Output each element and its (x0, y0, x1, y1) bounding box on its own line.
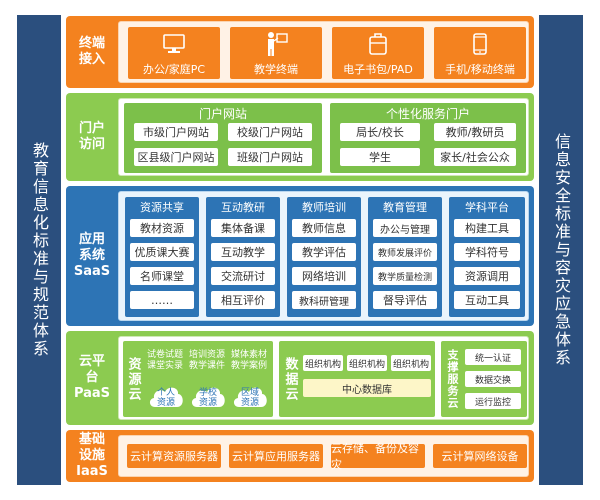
saas-item: 相互评价 (211, 291, 275, 309)
saas-item: 互动教学 (211, 243, 275, 261)
terminal-layer-label: 终端 接入 (78, 36, 105, 67)
cloud-label: 个人 资源 (156, 388, 175, 408)
portal-layer: 门户 访问 门户网站 市级门户网站 校级门户网站 区县级门户网站 班级门户网站 … (66, 93, 534, 181)
iaas-layer: 基础 设施 IaaS 云计算资源服务器 云计算应用服务器 云存储、备份及容灾 云… (66, 430, 534, 482)
org-box: 组织机构 (391, 355, 431, 371)
portal-item: 区县级门户网站 (134, 148, 218, 166)
desktop-icon (163, 29, 185, 59)
support-item: 运行监控 (465, 393, 521, 409)
iaas-layer-label: 基础 设施 IaaS (76, 432, 108, 479)
saas-item: 互动工具 (454, 291, 520, 309)
saas-column-management: 教育管理 办公与管理 教师发展评价 教学质量检测 督导评估 (368, 197, 442, 317)
paas-layer-label: 云平 台 PaaS (73, 354, 111, 401)
iaas-item: 云计算应用服务器 (229, 444, 323, 468)
saas-item: 优质课大赛 (130, 243, 194, 261)
iaas-item: 云存储、备份及容灾 (331, 442, 425, 471)
support-item: 数据交换 (465, 371, 521, 387)
resource-caption: 媒体素材 教学案例 (230, 350, 267, 371)
portal-item: 班级门户网站 (228, 148, 312, 166)
saas-item: …… (130, 291, 194, 309)
saas-item: 学科符号 (454, 243, 520, 261)
data-cloud: 数据云 组织机构 组织机构 组织机构 中心数据库 (279, 341, 435, 417)
teacher-icon (264, 29, 288, 59)
paas-layer: 云平 台 PaaS 资源云 试卷试题 课堂实录 培训资源 教学课件 媒体素材 教… (66, 331, 534, 425)
resource-caption: 试卷试题 课堂实录 (146, 350, 183, 371)
saas-item: 构建工具 (454, 219, 520, 237)
support-item: 统一认证 (465, 349, 521, 365)
saas-item: 集体备课 (211, 219, 275, 237)
terminal-pc: 办公/家庭PC (128, 27, 220, 79)
org-box: 组织机构 (303, 355, 343, 371)
cloud-icon (147, 381, 185, 407)
resource-caption: 培训资源 教学课件 (188, 350, 225, 371)
portal-group-personal: 个性化服务门户 局长/校长 教师/教研员 学生 家长/社会公众 (330, 103, 526, 173)
portal-group-sites: 门户网站 市级门户网站 校级门户网站 区县级门户网站 班级门户网站 (124, 103, 322, 173)
cloud-label: 区域 资源 (240, 388, 259, 408)
saas-item: 教学质量检测 (373, 267, 437, 285)
saas-item: 交流研讨 (211, 267, 275, 285)
terminal-mobile: 手机/移动终端 (434, 27, 526, 79)
cloud-label: 学校 资源 (198, 388, 217, 408)
iaas-item: 云计算网络设备 (433, 444, 527, 468)
saas-column-subject: 学科平台 构建工具 学科符号 资源调用 互动工具 (449, 197, 525, 317)
saas-item: 教材资源 (130, 219, 194, 237)
support-cloud: 支撑服务云 统一认证 数据交换 运行监控 (441, 341, 527, 417)
standards-bar: 教育信息化标准与规范体系 (17, 15, 61, 485)
terminal-layer: 终端 接入 办公/家庭PC 教学终端 电子书包/PAD 手机/移动终端 (66, 16, 534, 88)
saas-layer-label: 应用 系统 SaaS (73, 232, 111, 279)
phone-icon (473, 29, 487, 59)
cloud-icon (189, 381, 227, 407)
saas-item: 网络培训 (292, 267, 356, 285)
saas-column-interactive: 互动教研 集体备课 互动教学 交流研讨 相互评价 (206, 197, 280, 317)
portal-item: 校级门户网站 (228, 123, 312, 141)
saas-item: 教师信息 (292, 219, 356, 237)
terminal-teaching: 教学终端 (230, 27, 322, 79)
iaas-item: 云计算资源服务器 (127, 444, 221, 468)
portal-layer-label: 门户 访问 (78, 121, 105, 152)
portal-item: 学生 (340, 148, 420, 166)
ebook-icon (369, 29, 387, 59)
saas-item: 名师课堂 (130, 267, 194, 285)
portal-item: 教师/教研员 (434, 123, 516, 141)
saas-item: 教师发展评价 (373, 243, 437, 261)
cloud-icon (231, 381, 269, 407)
portal-item: 家长/社会公众 (434, 148, 516, 166)
org-box: 组织机构 (347, 355, 387, 371)
saas-item: 教学评估 (292, 243, 356, 261)
portal-item: 市级门户网站 (134, 123, 218, 141)
saas-column-resources: 资源共享 教材资源 优质课大赛 名师课堂 …… (125, 197, 199, 317)
terminal-pad: 电子书包/PAD (332, 27, 424, 79)
security-bar: 信息安全标准与容灾应急体系 (539, 15, 583, 485)
saas-item: 教科研管理 (292, 291, 356, 309)
central-database: 中心数据库 (303, 379, 431, 397)
saas-item: 督导评估 (373, 291, 437, 309)
resource-cloud: 资源云 试卷试题 课堂实录 培训资源 教学课件 媒体素材 教学案例 个人 资源 … (123, 341, 273, 417)
saas-item: 资源调用 (454, 267, 520, 285)
portal-item: 局长/校长 (340, 123, 420, 141)
saas-column-training: 教师培训 教师信息 教学评估 网络培训 教科研管理 (287, 197, 361, 317)
saas-layer: 应用 系统 SaaS 资源共享 教材资源 优质课大赛 名师课堂 …… 互动教研 … (66, 186, 534, 326)
saas-item: 办公与管理 (373, 219, 437, 237)
